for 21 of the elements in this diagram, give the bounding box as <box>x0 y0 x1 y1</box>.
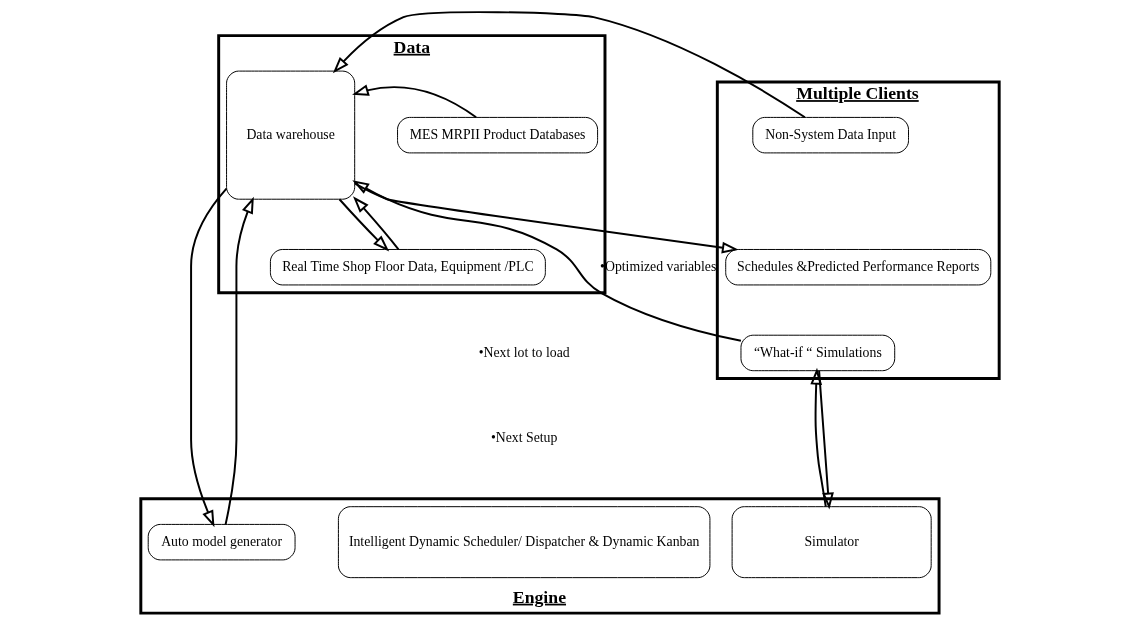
node-box: Intelligent Dynamic Scheduler/ Dispatcher & Dynamic Kanban <box>337 506 710 579</box>
arrow <box>337 198 389 252</box>
label: •Next Setup <box>490 430 557 446</box>
arrow <box>817 369 834 510</box>
arrow <box>352 196 399 251</box>
arrow <box>189 187 227 528</box>
arrow <box>351 84 477 119</box>
node-box: Non-System Data Input <box>751 116 909 154</box>
label: •Next lot to load <box>478 344 570 360</box>
arrow <box>809 367 827 508</box>
arrow <box>332 11 806 119</box>
node-box: Schedules &Predicted Performance Reports <box>724 248 991 286</box>
node-box: MES MRPII Product Databases <box>396 116 598 154</box>
node-box: Simulator <box>731 506 932 579</box>
node-box: “What-if “ Simulations <box>740 334 895 372</box>
arrow <box>353 182 739 254</box>
node-box: Auto model generator <box>147 523 296 561</box>
node-box: Data warehouse <box>225 70 355 200</box>
arrow <box>351 180 742 342</box>
node-box: Real Time Shop Floor Data, Equipment /PLC <box>269 248 546 286</box>
arrow <box>224 196 254 526</box>
